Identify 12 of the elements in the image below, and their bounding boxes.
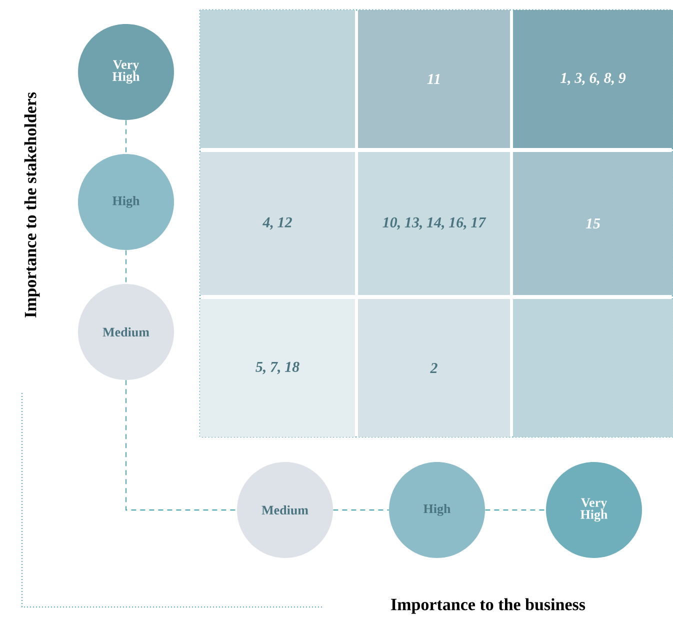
axis-title: Importance to the business (391, 598, 586, 614)
axis-title: Importance to the stakeholders (24, 92, 40, 318)
matrix-cell: 15 (513, 152, 673, 295)
matrix-cell: 10, 13, 14, 16, 17 (358, 152, 510, 295)
matrix-cell: 2 (358, 299, 510, 437)
matrix-cell (200, 10, 355, 148)
matrix-cell: 5, 7, 18 (200, 299, 355, 437)
matrix-cell (513, 299, 673, 437)
matrix-cell: 1, 3, 6, 8, 9 (513, 10, 673, 148)
connector-line (126, 380, 238, 510)
matrix-cell: 4, 12 (200, 152, 355, 295)
matrix-cell: 11 (358, 10, 510, 148)
